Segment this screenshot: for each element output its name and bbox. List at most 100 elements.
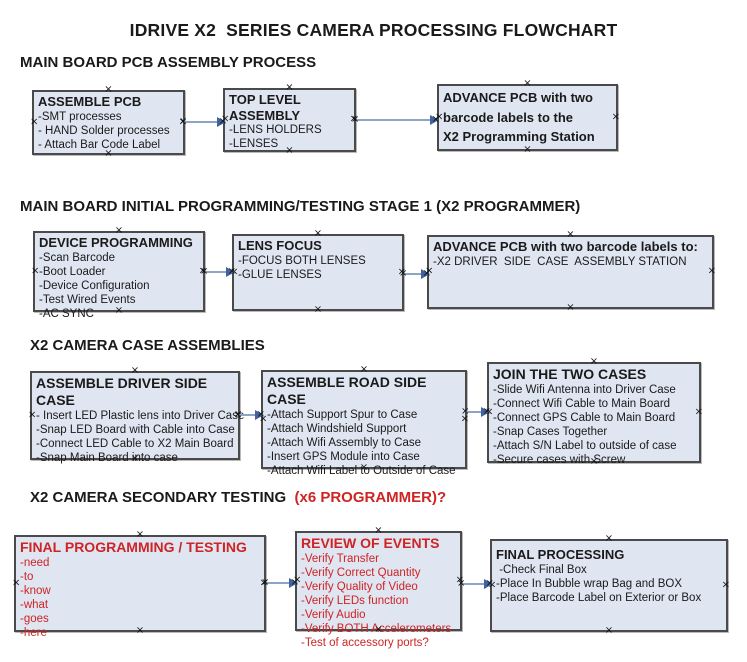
page-title: IDRIVE X2 SERIES CAMERA PROCESSING FLOWC…: [129, 20, 618, 40]
box-line: -Scan Barcode: [39, 251, 116, 264]
section-heading-pcb-assembly: MAIN BOARD PCB ASSEMBLY PROCESS: [20, 54, 316, 71]
box-line: -Connect GPS Cable to Main Board: [493, 411, 676, 424]
box-line: -Attach Wifi Assembly to Case: [267, 436, 422, 449]
box-title: ASSEMBLE DRIVER SIDE CASE: [36, 375, 208, 408]
box-line: -Attach Windshield Support: [267, 422, 407, 435]
box-line: -Slide Wifi Antenna into Driver Case: [493, 383, 676, 396]
connector-arrow: ××: [179, 117, 227, 127]
box-line: -Boot Loader: [39, 265, 106, 278]
anchor-x-icon: ×: [351, 114, 360, 125]
anchor-x-icon: ×: [290, 577, 299, 588]
heading-text: X2 CAMERA CASE ASSEMBLIES: [30, 337, 265, 354]
box-line: -LENSES: [229, 138, 279, 151]
anchor-x-icon: ×: [227, 266, 236, 277]
box-advance-pcb-programming-station: ADVANCE PCB with two barcode labels to t…: [435, 79, 620, 155]
anchor-x-icon: ×: [566, 302, 575, 313]
connector-arrow: ××: [399, 269, 431, 279]
box-line: -what: [20, 598, 49, 611]
box-title: ASSEMBLE ROAD SIDE CASE: [267, 374, 427, 407]
box-line: -here: [20, 626, 47, 639]
anchor-x-icon: ×: [707, 265, 716, 277]
box-line: -Snap Main Board into case: [36, 451, 178, 464]
anchor-x-icon: ×: [523, 144, 532, 155]
box-assemble-pcb: ASSEMBLE PCB -SMT processes- HAND Solder…: [30, 85, 187, 159]
anchor-x-icon: ×: [256, 409, 265, 420]
box-line: -Device Configuration: [39, 279, 150, 292]
arrow-head-icon: [430, 115, 439, 125]
box-line: -Verify Audio: [301, 608, 366, 621]
heading-text: MAIN BOARD PCB ASSEMBLY PROCESS: [20, 54, 317, 71]
connector-arrow: ××: [351, 115, 440, 125]
box-body: -LENS HOLDERS-LENSES: [229, 123, 350, 151]
box-line: -Verify BOTH Accelerometers: [301, 622, 452, 635]
connector-arrow: ××: [461, 407, 491, 417]
box-line: -Test of accessory ports?: [301, 636, 429, 649]
connector-arrow: ××: [261, 578, 299, 588]
box-body: -SMT processes- HAND Solder processes- A…: [38, 110, 179, 152]
box-title: DEVICE PROGRAMMING: [39, 235, 193, 250]
anchor-x-icon: ×: [218, 116, 227, 127]
section-heading-initial-programming: MAIN BOARD INITIAL PROGRAMMING/TESTING S…: [20, 198, 580, 215]
box-line: -Verify LEDs function: [301, 594, 409, 607]
anchor-x-icon: ×: [611, 111, 620, 122]
box-line: - Attach Bar Code Label: [38, 138, 161, 151]
box-final-processing: FINAL PROCESSING -Check Final Box -Place …: [488, 534, 730, 636]
box-line: -Secure cases with Screw: [493, 453, 626, 466]
box-body: -X2 DRIVER SIDE CASE ASSEMBLY STATION: [433, 255, 708, 269]
box-body: -Verify Transfer-Verify Correct Quantity…: [301, 552, 456, 650]
box-line: -LENS HOLDERS: [229, 124, 322, 137]
box-title: REVIEW OF EVENTS: [301, 535, 440, 551]
box-line: -Place Barcode Label on Exterior or Box: [496, 591, 702, 604]
box-line: -to: [20, 570, 34, 583]
connector-arrow: ××: [200, 267, 236, 277]
connector-arrow: ××: [457, 579, 494, 589]
box-title: TOP LEVEL ASSEMBLY: [229, 92, 301, 123]
anchor-x-icon: ×: [721, 579, 730, 590]
arrow-head-icon: [421, 269, 430, 279]
box-line: -Verify Transfer: [301, 552, 379, 565]
arrow-head-icon: [289, 578, 298, 588]
box-line: -AC SYNC: [39, 307, 94, 320]
box-line: -Verify Quality of Video: [301, 580, 418, 593]
heading-suffix: (x6 PROGRAMMER)?: [290, 489, 447, 506]
box-line: -GLUE LENSES: [238, 268, 322, 281]
box-title: LENS FOCUS: [238, 238, 322, 253]
box-top-level-assembly: TOP LEVEL ASSEMBLY -LENS HOLDERS-LENSES …: [221, 83, 358, 156]
anchor-x-icon: ×: [179, 116, 188, 127]
box-line: -X2 DRIVER SIDE CASE ASSEMBLY STATION: [433, 255, 687, 268]
box-body: -need-to-know-what-goes-here: [20, 556, 260, 640]
box-final-programming-testing: FINAL PROGRAMMING / TESTING -need-to-kno…: [12, 530, 268, 639]
heading-text: X2 CAMERA SECONDARY TESTING: [30, 489, 291, 506]
section-heading-secondary-testing: X2 CAMERA SECONDARY TESTING (x6 PROGRAMM…: [30, 489, 446, 506]
box-assemble-road-side-case: ASSEMBLE ROAD SIDE CASE -Attach Support …: [259, 365, 469, 477]
section-heading-case-assemblies: X2 CAMERA CASE ASSEMBLIES: [30, 337, 265, 354]
anchor-x-icon: ×: [457, 578, 466, 589]
anchor-x-icon: ×: [431, 114, 440, 125]
box-line: -Test Wired Events: [39, 293, 136, 306]
box-body: - Insert LED Plastic lens into Driver Ca…: [36, 409, 245, 465]
box-join-the-two-cases: JOIN THE TWO CASES -Slide Wifi Antenna i…: [485, 357, 703, 467]
box-line: -SMT processes: [38, 110, 122, 123]
anchor-x-icon: ×: [604, 625, 614, 636]
anchor-x-icon: ×: [399, 268, 408, 279]
anchor-x-icon: ×: [313, 304, 323, 315]
box-body: -Scan Barcode-Boot Loader-Device Configu…: [39, 251, 199, 321]
anchor-x-icon: ×: [200, 266, 209, 277]
box-advance-pcb-driver-side-station: ADVANCE PCB with two barcode labels to: …: [425, 230, 716, 313]
box-line: -Connect LED Cable to X2 Main Board: [36, 437, 234, 450]
box-title: FINAL PROCESSING: [496, 547, 625, 562]
box-title: FINAL PROGRAMMING / TESTING: [20, 539, 247, 555]
anchor-x-icon: ×: [485, 578, 494, 589]
anchor-x-icon: ×: [461, 406, 470, 417]
box-assemble-driver-side-case: ASSEMBLE DRIVER SIDE CASE - Insert LED P…: [28, 366, 244, 464]
box-line: -know: [20, 584, 51, 597]
box-line: -Attach S/N Label to outside of case: [493, 439, 677, 452]
anchor-x-icon: ×: [694, 406, 703, 417]
box-line: -need: [20, 556, 50, 569]
box-line: - Insert LED Plastic lens into Driver Ca…: [36, 409, 245, 422]
anchor-x-icon: ×: [604, 533, 614, 544]
box-review-of-events: REVIEW OF EVENTS -Verify Transfer-Verify…: [293, 526, 464, 649]
box-line: -Check Final Box: [496, 563, 587, 576]
box-line: -Verify Correct Quantity: [301, 566, 421, 579]
